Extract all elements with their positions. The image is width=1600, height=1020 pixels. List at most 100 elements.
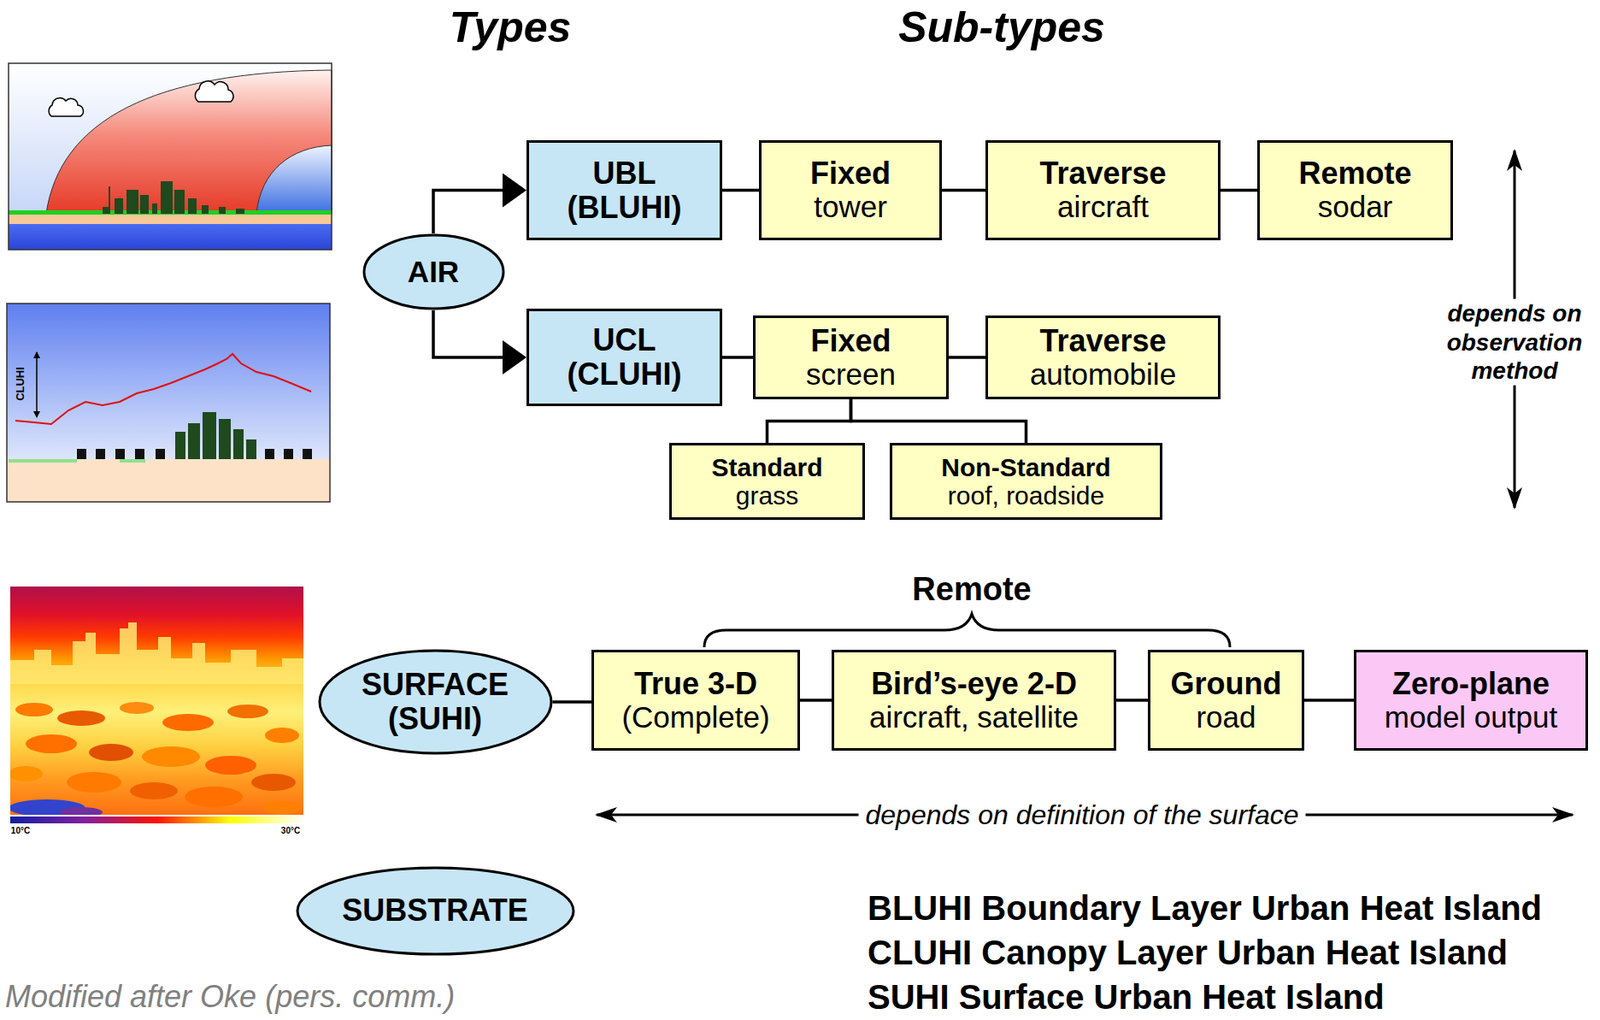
thermal-image — [66, 771, 122, 793]
type-ellipse: SUBSTRATE — [295, 865, 576, 956]
thermal-image — [264, 727, 300, 743]
abbreviation-note: BLUHI Boundary Layer Urban Heat Island — [867, 887, 1542, 929]
boundary-layer-picture — [218, 206, 226, 214]
method-box: Fixedtower — [758, 140, 942, 241]
canopy-layer-picture — [6, 303, 330, 502]
canopy-layer-picture — [155, 448, 165, 459]
boundary-layer-picture — [152, 203, 158, 214]
column-heading: Types — [449, 1, 572, 53]
thermal-image — [162, 713, 214, 731]
canopy-layer-picture — [218, 418, 231, 459]
group-label: Remote — [911, 570, 1031, 610]
thermal-image — [15, 702, 53, 717]
surface-box: Bird’s-eye 2-Daircraft, satellite — [831, 649, 1117, 751]
node-body: aircraft, satellite — [869, 700, 1079, 735]
node-heading: Zero-plane — [1392, 666, 1550, 701]
ellipse-shape — [364, 235, 504, 309]
node-heading: UBL (BLUHI) — [552, 156, 698, 224]
boundary-layer-picture — [114, 198, 124, 214]
boundary-layer-picture — [174, 189, 185, 214]
node-heading: SUBSTRATE — [341, 893, 528, 928]
thermal-image — [10, 586, 304, 815]
surface-box: Groundroad — [1147, 649, 1305, 751]
connector-line — [552, 700, 593, 704]
boundary-layer-picture — [8, 63, 332, 250]
node-body: roof, roadside — [947, 481, 1105, 510]
node-heading: Remote — [1298, 156, 1412, 191]
connector-line — [433, 190, 520, 235]
connector-line — [800, 698, 832, 702]
canopy-layer-picture — [233, 429, 244, 459]
node-body: sodar — [1317, 190, 1394, 224]
node-body: (Complete) — [621, 700, 770, 735]
thermal-image — [59, 806, 103, 815]
layer-box: UCL (CLUHI) — [526, 308, 723, 406]
canopy-layer-picture — [6, 303, 330, 502]
siting-box: Non-Standardroof, roadside — [889, 442, 1163, 520]
thermal-image — [25, 734, 77, 753]
method-box: Traverseaircraft — [985, 140, 1221, 241]
node-body: automobile — [1029, 358, 1177, 392]
node-body: road — [1195, 700, 1256, 735]
thermal-image — [119, 701, 154, 714]
boundary-layer-picture — [102, 206, 110, 214]
connector-line — [1116, 698, 1148, 702]
model-box: Zero-planemodel output — [1353, 649, 1589, 751]
connector-line — [1304, 698, 1354, 702]
canopy-layer-picture — [6, 458, 330, 502]
remote-brace — [704, 613, 1230, 648]
connector-line — [722, 188, 759, 193]
canopy-layer-picture — [175, 411, 257, 459]
node-heading: Fixed — [810, 323, 891, 359]
boundary-layer-picture — [160, 181, 173, 214]
canopy-layer-picture — [202, 411, 217, 459]
connector-line — [851, 399, 1027, 443]
thermal-image — [10, 765, 43, 782]
thermal-image — [263, 800, 301, 815]
canopy-layer-picture — [15, 353, 312, 424]
node-heading: Traverse — [1039, 156, 1166, 191]
abbreviation-note: CLUHI Canopy Layer Urban Heat Island — [867, 931, 1508, 973]
thermal-image — [10, 586, 304, 815]
boundary-layer-picture — [8, 63, 332, 250]
node-body: screen — [805, 358, 896, 392]
canopy-layer-picture — [264, 448, 275, 459]
connector-line — [433, 310, 520, 358]
node-heading: Bird’s-eye 2-D — [870, 666, 1077, 701]
canopy-layer-picture — [95, 448, 106, 459]
source-note: Modified after Oke (pers. comm.) — [5, 977, 455, 1015]
canopy-layer-picture — [302, 448, 312, 459]
type-ellipse: AIR — [362, 233, 506, 311]
abbreviation-note: SUHI Surface Urban Heat Island — [867, 976, 1385, 1018]
canopy-layer-picture — [283, 448, 294, 459]
boundary-layer-picture — [48, 98, 83, 117]
thermal-image — [227, 704, 269, 718]
scale-label: 30°C — [281, 825, 300, 836]
boundary-layer-picture — [102, 181, 245, 214]
boundary-layer-picture — [8, 223, 332, 250]
node-body: aircraft — [1057, 190, 1149, 224]
thermal-image — [141, 746, 200, 767]
connector-line — [1220, 188, 1258, 193]
thermal-image — [251, 773, 296, 791]
ellipse-shape — [297, 867, 574, 954]
layer-box: UBL (BLUHI) — [526, 140, 723, 241]
thermal-image — [10, 622, 304, 684]
boundary-layer-picture — [8, 213, 332, 224]
axis-label: CLUHI — [13, 366, 28, 401]
boundary-layer-picture — [46, 70, 332, 214]
node-heading: Ground — [1170, 666, 1283, 701]
thermal-image — [129, 782, 178, 800]
thermal-image — [205, 755, 257, 775]
boundary-layer-picture — [140, 194, 149, 214]
node-heading: True 3-D — [634, 666, 758, 701]
arrow-note: depends on definition of the surface — [858, 798, 1306, 831]
node-heading: Non-Standard — [941, 452, 1111, 482]
connector-line — [948, 355, 986, 359]
canopy-layer-picture — [246, 439, 257, 459]
node-body: tower — [813, 190, 888, 224]
siting-box: Standardgrass — [669, 442, 865, 520]
canopy-layer-picture — [76, 448, 87, 459]
thermal-image — [88, 743, 134, 761]
